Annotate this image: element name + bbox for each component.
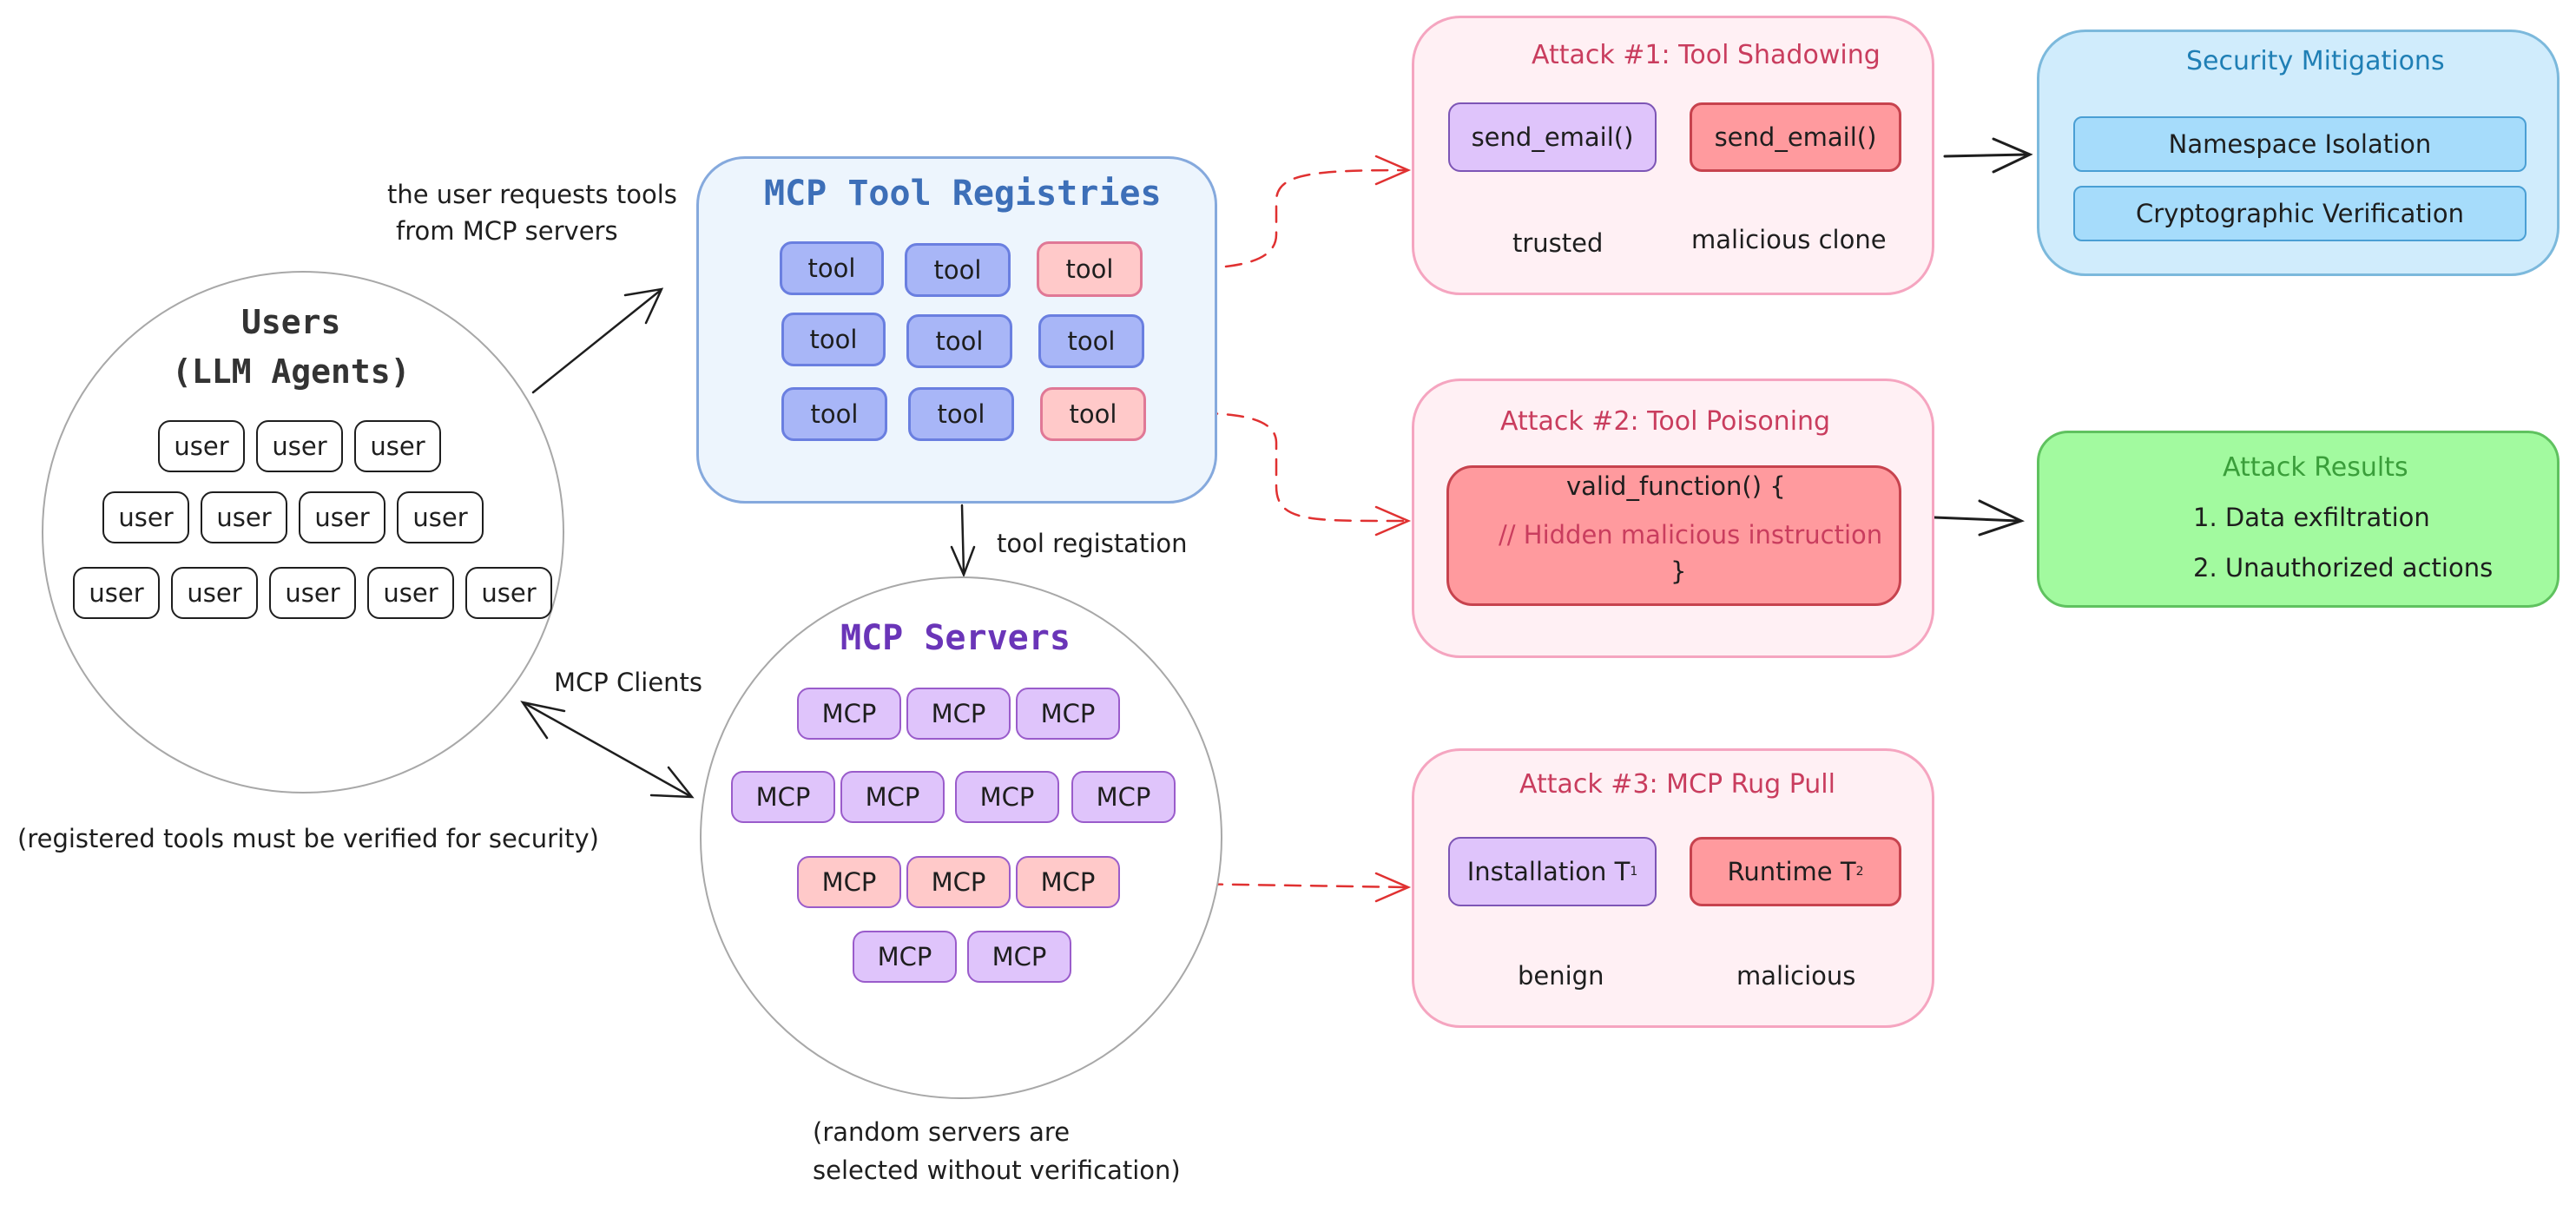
edge-label-clients: MCP Clients [554,668,703,697]
attack2-code-line2: // Hidden malicious instruction [1499,520,1883,550]
tool-chip[interactable]: tool [905,243,1011,297]
user-chip[interactable]: user [269,567,356,619]
arrow-attack1-to-mitigations [1943,153,2029,158]
servers-title: MCP Servers [840,618,1071,658]
arrowhead-registry-to-servers [950,545,976,578]
attack2-code-line3: } [1670,556,1687,586]
mcp-chip[interactable]: MCP [1071,771,1176,823]
arrow-clients-bidirectional [523,701,692,798]
mcp-chip-compromised[interactable]: MCP [797,856,901,908]
mcp-chip-compromised[interactable]: MCP [1016,856,1120,908]
arrowhead-clients-users [520,701,566,740]
edge-label-request-line2: from MCP servers [396,216,618,246]
results-item-unauthorized-actions: 2. Unauthorized actions [2193,553,2494,583]
mcp-chip[interactable]: MCP [853,931,957,983]
user-chip[interactable]: user [465,567,552,619]
user-chip[interactable]: user [158,420,245,472]
user-chip[interactable]: user [397,491,484,543]
user-chip[interactable]: user [171,567,258,619]
mitigation-item-cryptographic-verification[interactable]: Cryptographic Verification [2073,186,2527,241]
mcp-chip[interactable]: MCP [906,688,1011,740]
mcp-chip[interactable]: MCP [955,771,1059,823]
mcp-chip[interactable]: MCP [797,688,901,740]
results-title: Attack Results [2223,452,2408,483]
user-chip[interactable]: user [354,420,441,472]
tool-chip[interactable]: tool [1038,314,1144,368]
mitigation-item-namespace-isolation[interactable]: Namespace Isolation [2073,116,2527,172]
arrowhead-attack1-to-mitigations [1992,137,2033,174]
servers-circle [700,576,1222,1099]
user-chip[interactable]: user [102,491,189,543]
attack3-installation-subscript: 1 [1630,865,1638,879]
user-chip[interactable]: user [256,420,343,472]
edge-label-registration: tool registation [997,529,1188,558]
registry-title: MCP Tool Registries [764,174,1162,214]
mcp-chip[interactable]: MCP [731,771,835,823]
mcp-chip-compromised[interactable]: MCP [906,856,1011,908]
tool-chip[interactable]: tool [908,387,1014,441]
arrowhead-attack2-to-results [1978,499,2025,537]
attack3-installation-label: Installation T [1466,857,1631,886]
tool-chip[interactable]: tool [906,314,1012,368]
attack1-malicious-function[interactable]: send_email() [1690,102,1901,172]
attack3-title: Attack #3: MCP Rug Pull [1519,769,1835,800]
user-chip[interactable]: user [201,491,287,543]
arrowhead-attack2 [1374,505,1412,537]
user-chip[interactable]: user [367,567,454,619]
arrow-registry-to-servers [960,504,965,575]
users-note: (registered tools must be verified for s… [17,824,599,853]
attack2-title: Attack #2: Tool Poisoning [1500,406,1831,437]
servers-note-line2: selected without verification) [813,1156,1181,1185]
attack3-malicious-caption: malicious [1736,961,1856,991]
attack3-benign-caption: benign [1518,961,1604,991]
mcp-chip[interactable]: MCP [967,931,1071,983]
arrowhead-attack3 [1374,872,1412,903]
servers-note-line1: (random servers are [813,1117,1071,1147]
arrowhead-users-to-registry [623,287,664,325]
attack2-code-line1: valid_function() { [1566,471,1786,501]
user-chip[interactable]: user [73,567,160,619]
attack1-malicious-caption: malicious clone [1691,225,1887,254]
attack3-runtime-subscript: 2 [1855,865,1864,879]
mcp-chip[interactable]: MCP [1016,688,1120,740]
attack3-runtime-label: Runtime T [1727,857,1856,886]
tool-chip[interactable]: tool [781,313,886,366]
attack1-trusted-caption: trusted [1512,228,1604,258]
results-panel [2037,431,2560,608]
tool-chip-compromised[interactable]: tool [1040,387,1146,441]
attack1-title: Attack #1: Tool Shadowing [1532,40,1881,70]
tool-chip[interactable]: tool [780,241,884,295]
attack2-code-box [1446,465,1901,606]
dashed-arrow-to-attack3 [1127,881,1408,889]
edge-label-request-line1: the user requests tools [387,180,677,209]
arrow-attack2-to-results [1933,516,2020,523]
tool-chip[interactable]: tool [781,387,887,441]
arrowhead-attack1 [1374,155,1412,186]
mitigations-title: Security Mitigations [2186,46,2445,76]
mcp-chip[interactable]: MCP [840,771,945,823]
arrowhead-clients-servers [649,766,695,799]
tool-chip-compromised[interactable]: tool [1037,241,1143,297]
user-chip[interactable]: user [299,491,385,543]
arrow-users-to-registry [531,289,662,394]
users-title-line1: Users [241,303,341,341]
results-item-data-exfiltration: 1. Data exfiltration [2193,503,2430,532]
users-title-line2: (LLM Agents) [172,352,411,391]
attack1-trusted-function[interactable]: send_email() [1448,102,1657,172]
